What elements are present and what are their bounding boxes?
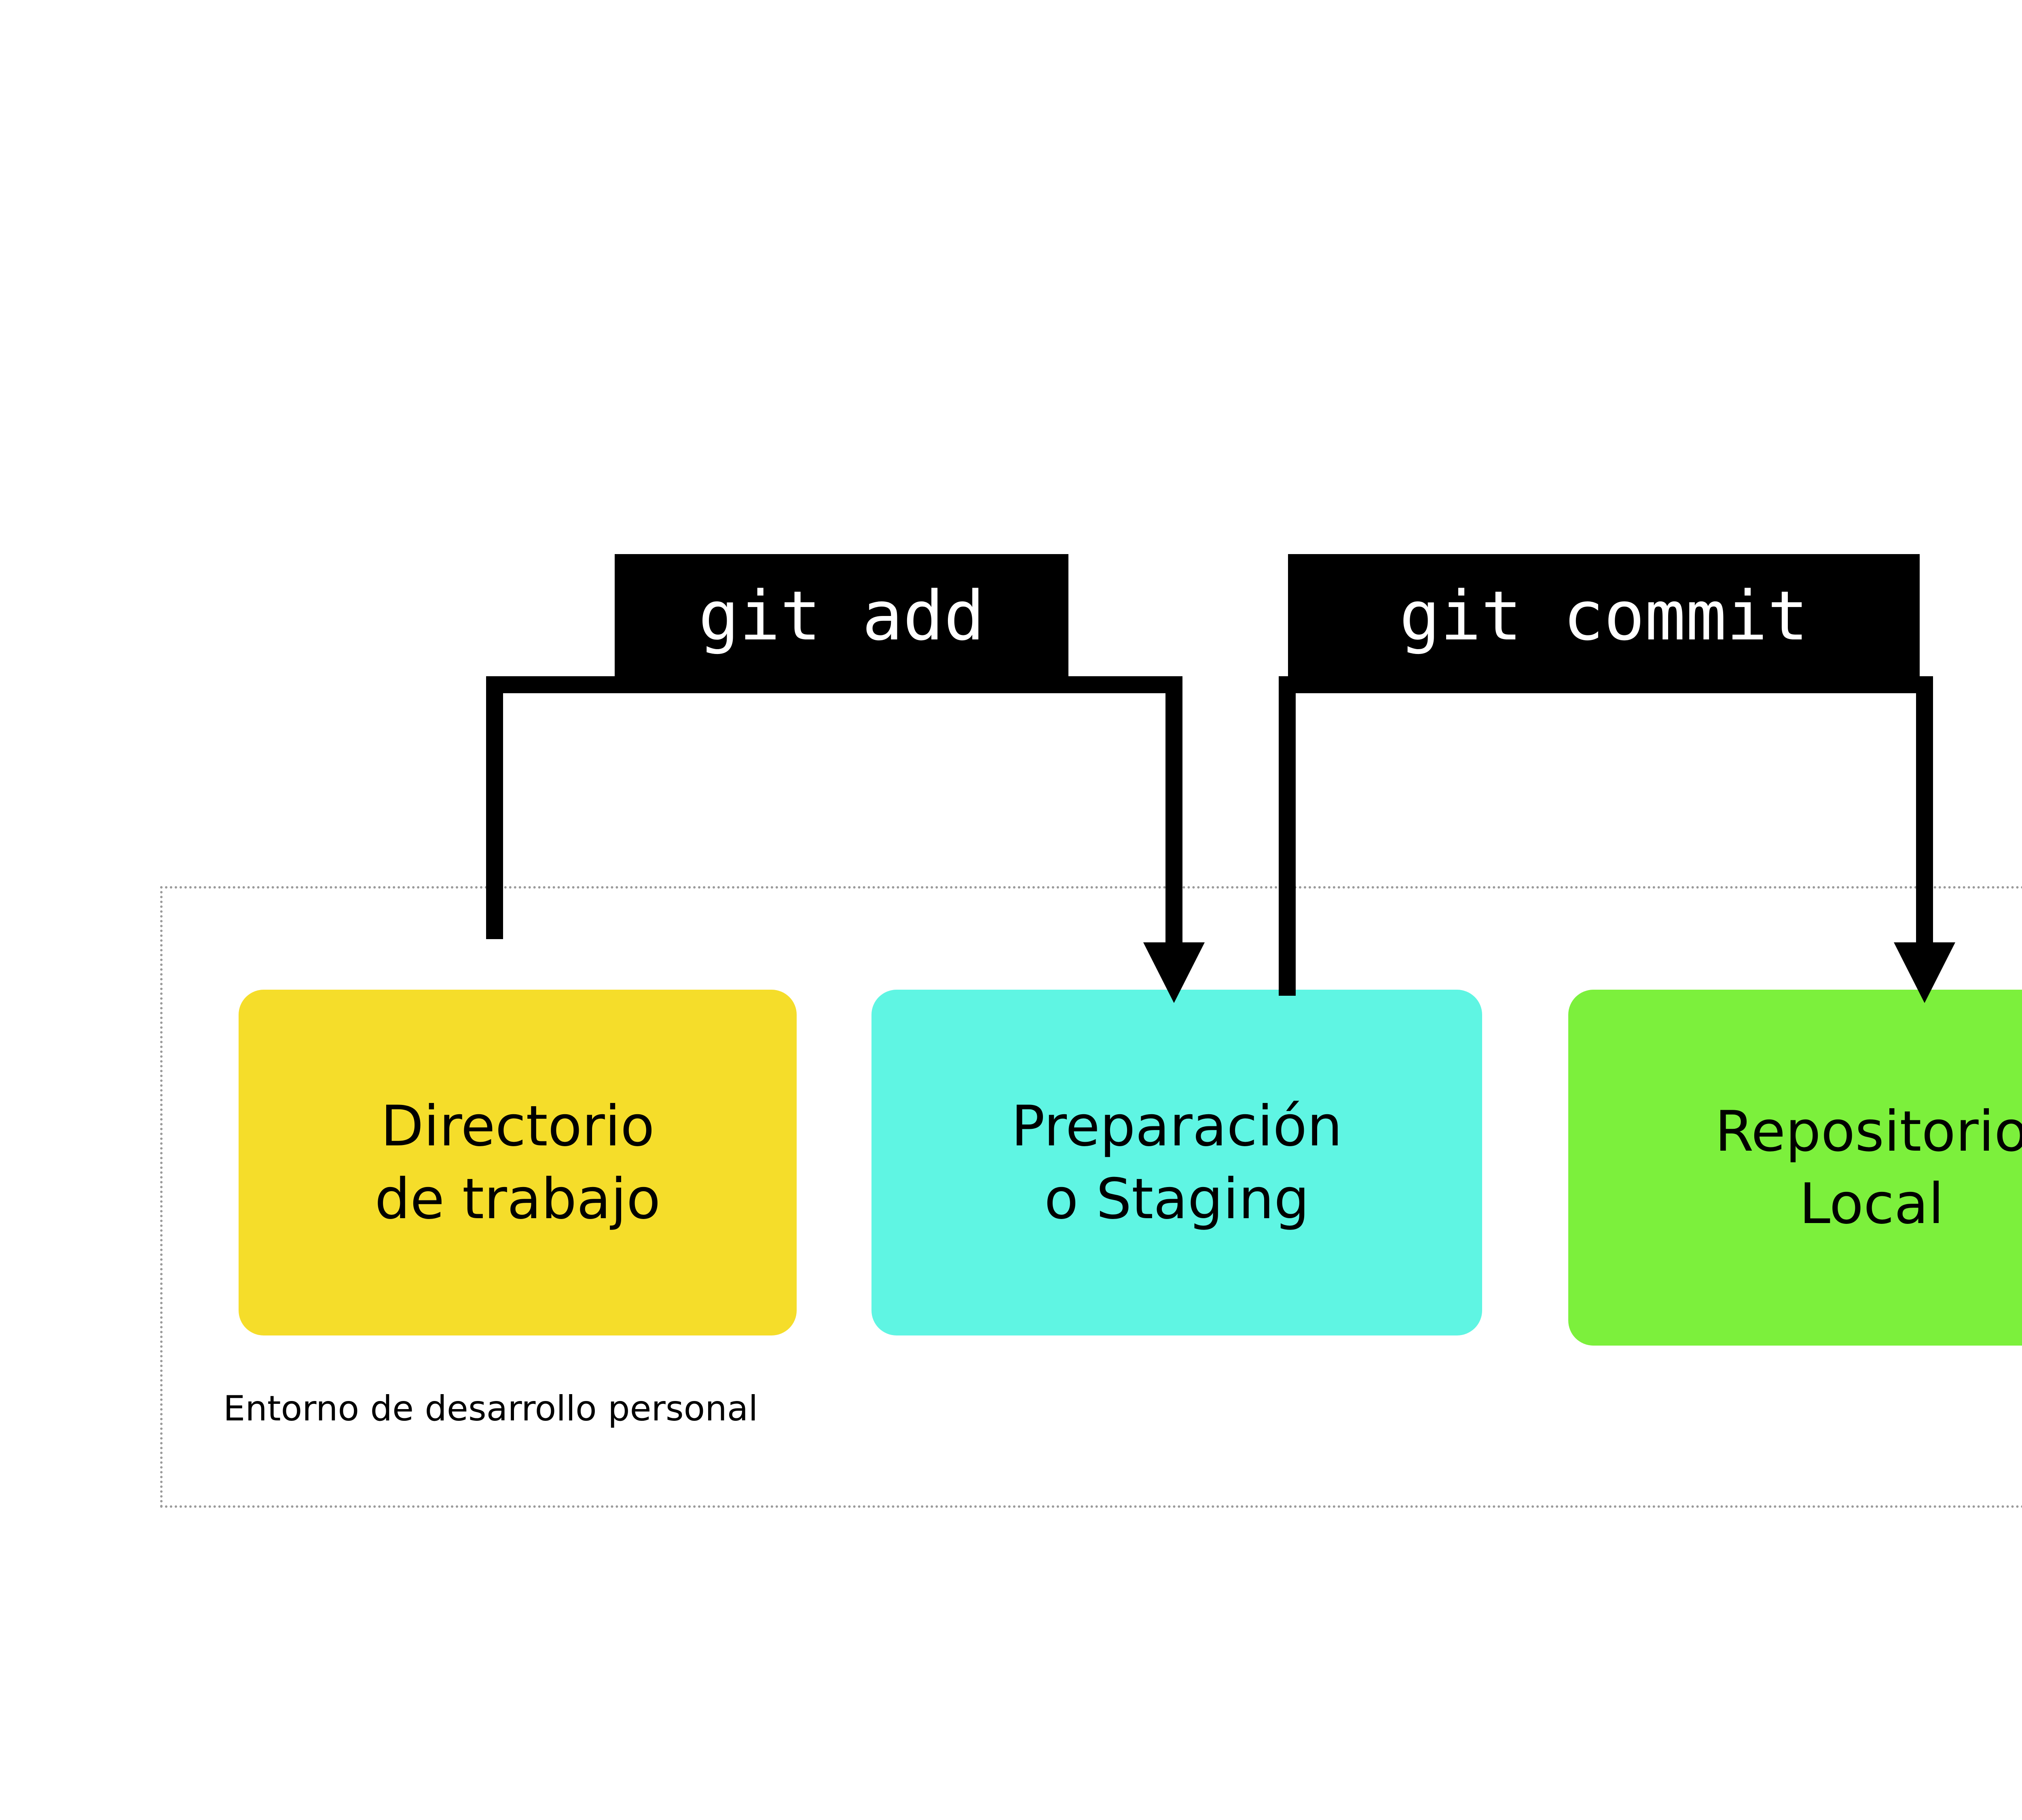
- edge-git-add-label-text: git add: [698, 576, 985, 656]
- node-staging-area[interactable]: Preparación o Staging: [871, 990, 1482, 1335]
- container-entorno-local: [160, 886, 2022, 1508]
- node-local-repository-line-1: Repositorio: [1715, 1098, 2022, 1164]
- node-working-directory-line-1: Directorio: [381, 1094, 655, 1159]
- edge-git-commit-label-text: git commit: [1399, 576, 1808, 656]
- edge-git-commit-stem-left: [1279, 676, 1296, 996]
- edge-git-commit-bar: [1279, 676, 1933, 693]
- edge-git-add-bar: [486, 676, 1182, 693]
- edge-git-add-stem-right: [1165, 676, 1182, 943]
- node-working-directory-line-2: de trabajo: [374, 1166, 661, 1232]
- node-working-directory[interactable]: Directorio de trabajo: [239, 990, 797, 1335]
- edge-git-commit-label[interactable]: git commit: [1288, 554, 1920, 677]
- edge-git-add-arrowhead: [1143, 942, 1205, 1003]
- container-entorno-local-label: Entorno de desarrollo personal: [223, 1388, 758, 1429]
- edge-git-add-stem-left: [486, 676, 503, 939]
- edge-git-commit-stem-right: [1916, 676, 1933, 943]
- node-staging-area-line-2: o Staging: [1044, 1166, 1309, 1232]
- edge-git-add-label[interactable]: git add: [615, 554, 1068, 677]
- node-local-repository-line-2: Local: [1799, 1171, 1944, 1236]
- node-staging-area-line-1: Preparación: [1011, 1094, 1343, 1159]
- edge-git-commit-arrowhead: [1894, 942, 1955, 1003]
- node-local-repository[interactable]: Repositorio Local: [1568, 990, 2022, 1346]
